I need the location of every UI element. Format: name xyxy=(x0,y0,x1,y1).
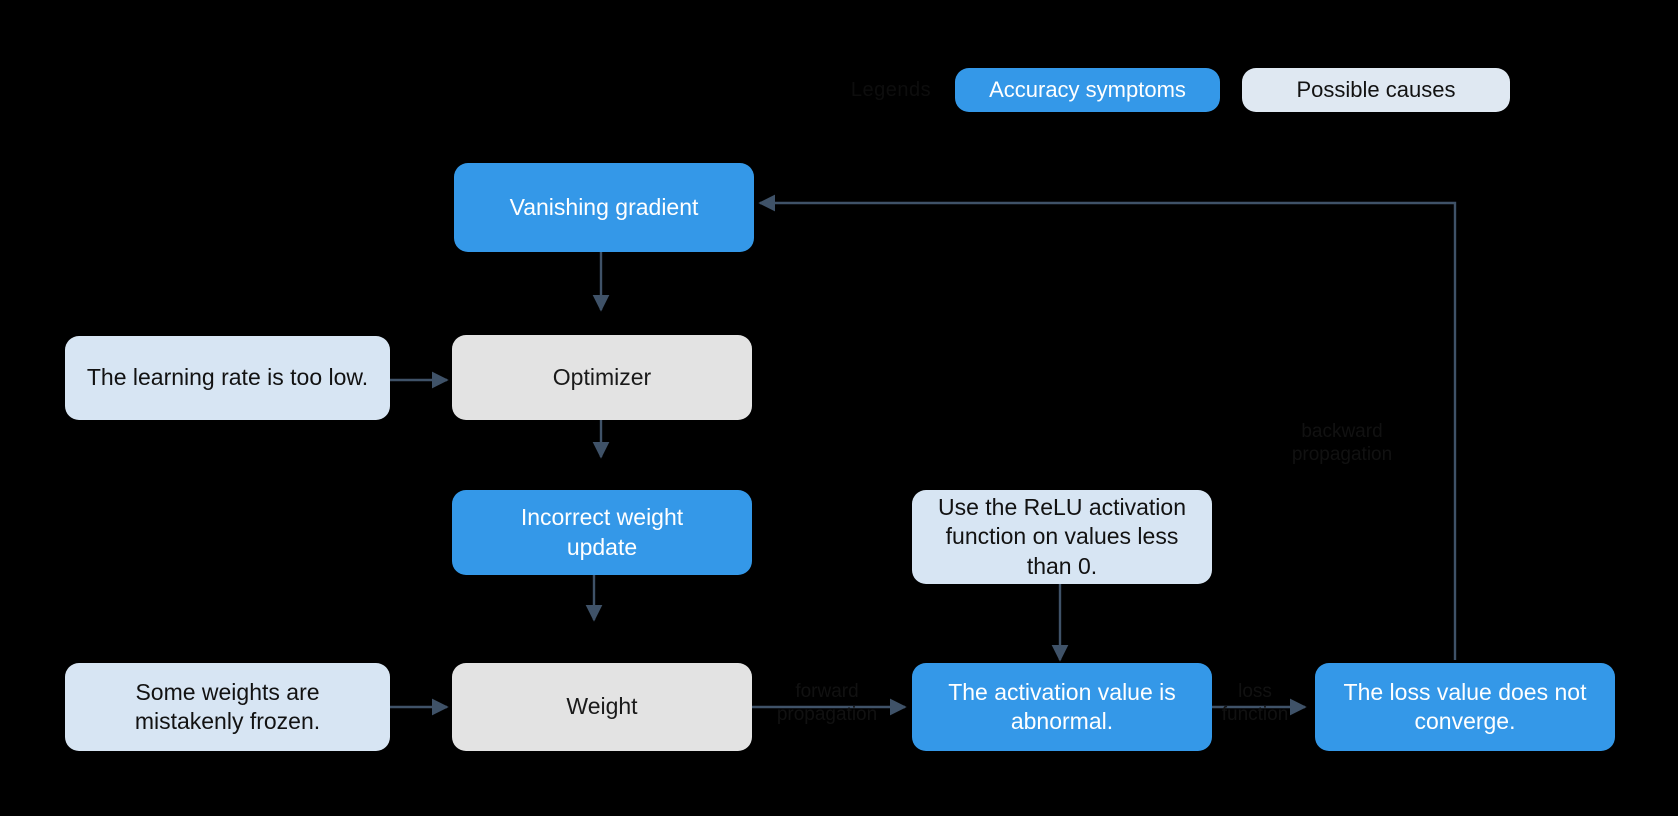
node-weight[interactable]: Weight xyxy=(452,663,752,751)
edge-label-backward-propagation: backward propagation xyxy=(1291,421,1393,466)
node-vanishing-gradient[interactable]: Vanishing gradient xyxy=(454,163,754,252)
node-weights-mistakenly-frozen[interactable]: Some weights are mistakenly frozen. xyxy=(65,663,390,751)
edge-label-loss-function: loss function xyxy=(1221,681,1289,726)
node-learning-rate-too-low[interactable]: The learning rate is too low. xyxy=(65,336,390,420)
legend-chip-accuracy-symptoms: Accuracy symptoms xyxy=(955,68,1220,112)
node-relu-activation-function[interactable]: Use the ReLU activation function on valu… xyxy=(912,490,1212,584)
node-optimizer[interactable]: Optimizer xyxy=(452,335,752,420)
edge-label-forward-propagation: forward propagation xyxy=(776,681,878,726)
legend-chip-possible-causes: Possible causes xyxy=(1242,68,1510,112)
node-loss-value-not-converge[interactable]: The loss value does not converge. xyxy=(1315,663,1615,751)
legend-title: Legends xyxy=(850,78,932,101)
node-activation-value-abnormal[interactable]: The activation value is abnormal. xyxy=(912,663,1212,751)
node-incorrect-weight-update[interactable]: Incorrect weight update xyxy=(452,490,752,575)
